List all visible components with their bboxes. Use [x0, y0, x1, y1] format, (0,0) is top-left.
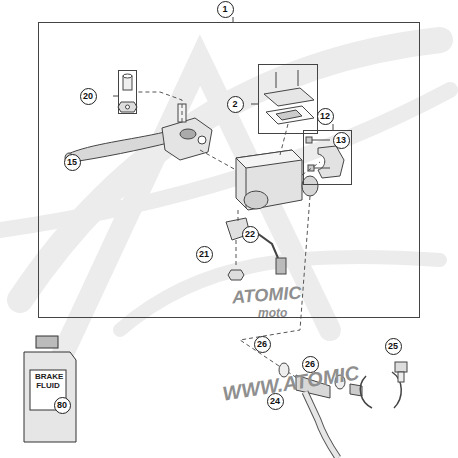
master-cylinder — [236, 150, 318, 210]
callout-number: 1 — [217, 1, 234, 18]
callout-number: 22 — [242, 226, 259, 243]
callout-number: 2 — [227, 96, 244, 113]
callout-number: 15 — [64, 154, 81, 171]
bushing-and-nut — [118, 74, 137, 112]
watermark-swoosh — [0, 40, 450, 360]
assembly-box: 120212 — [38, 22, 420, 318]
reservoir-cover — [264, 70, 314, 124]
brake-lever — [65, 104, 212, 163]
brake-fluid-bottle — [24, 336, 76, 442]
watermark: ATOMIC — [231, 283, 302, 309]
bottle-label: BRAKE FLUID — [35, 372, 61, 390]
callout-number: 20 — [80, 88, 97, 105]
assembly-line — [137, 92, 320, 380]
callout-number: 13 — [333, 132, 350, 149]
callout-number: 12 — [317, 108, 334, 125]
group-box: 2 — [258, 64, 318, 134]
watermark: WWW.ATOMIC — [221, 361, 361, 405]
callout-number: 26 — [254, 336, 271, 353]
brake-light-switch — [226, 218, 286, 280]
callout-number: 80 — [54, 397, 71, 414]
leader-line — [113, 96, 333, 130]
watermark: moto — [258, 306, 287, 320]
callout-number: 21 — [196, 246, 213, 263]
callout-number: 25 — [385, 338, 402, 355]
group-box: 20 — [118, 70, 137, 114]
